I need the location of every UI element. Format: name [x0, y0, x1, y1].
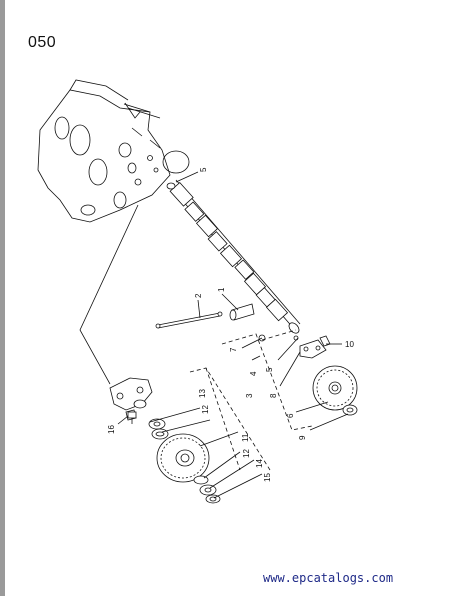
callout-4: 4: [249, 371, 258, 376]
callout-10: 10: [345, 340, 354, 349]
callout-16: 16: [107, 425, 116, 434]
callout-1: 1: [217, 287, 226, 292]
callout-11: 11: [241, 433, 250, 442]
leader-line-block: [79, 204, 139, 385]
camshaft: [166, 179, 301, 334]
leader-line-top: [123, 103, 151, 113]
tappet: [229, 303, 255, 321]
callout-7: 7: [229, 347, 238, 352]
engine-block: [37, 79, 190, 223]
callout-3: 3: [245, 393, 254, 398]
callout-14: 14: [255, 459, 264, 468]
callout-15: 15: [263, 473, 272, 482]
callout-leaders: [117, 171, 349, 499]
thrust-plate-assembly: [258, 334, 331, 359]
callout-12-upper: 12: [201, 405, 210, 414]
footer-url: www.epcatalogs.com: [263, 571, 394, 585]
idler-washers: [193, 475, 221, 504]
callout-6: 6: [286, 413, 295, 418]
callout-13: 13: [198, 389, 207, 398]
callout-8: 8: [269, 393, 278, 398]
page-left-border: [0, 0, 5, 596]
group-frame-left: [189, 367, 271, 471]
callout-9: 9: [298, 435, 307, 440]
bolt: [127, 411, 137, 424]
callout-5-lower: 5: [265, 367, 274, 372]
idler-gear: [156, 433, 210, 483]
camshaft-gear: [312, 365, 358, 416]
callout-12-lower: 12: [242, 449, 251, 458]
pushrod: [155, 311, 223, 329]
idler-spacers: [148, 418, 169, 440]
group-frame-right: [221, 329, 313, 431]
callout-labels: 1 2 3 4 5 5 6 7 8 9 10 11 12 12 13 14 15…: [107, 167, 354, 482]
callout-5-camshaft: 5: [199, 167, 208, 172]
page-number: 050: [28, 34, 57, 51]
callout-2: 2: [194, 293, 203, 298]
